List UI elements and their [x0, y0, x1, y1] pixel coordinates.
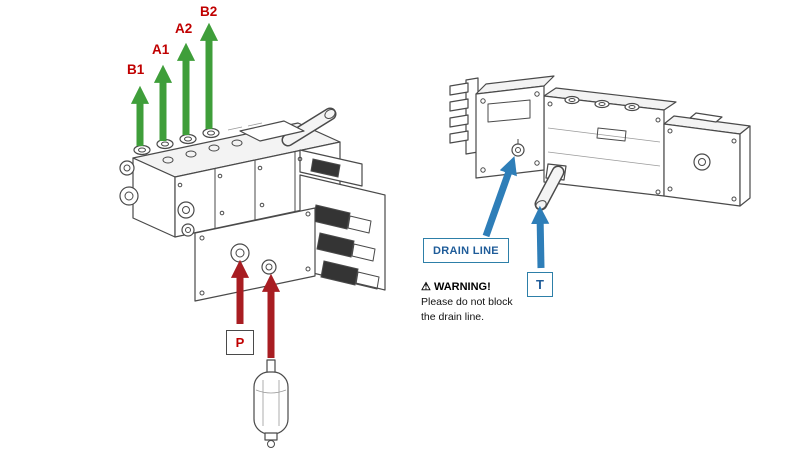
- base-manifold: [194, 207, 316, 302]
- warning-title: WARNING!: [433, 281, 491, 293]
- arrow-drain-line: [482, 156, 517, 238]
- top-work-ports: [133, 122, 263, 164]
- accumulator-port: [261, 259, 277, 275]
- warning-line1: Please do not block: [421, 296, 513, 309]
- left-valve-assembly: [119, 107, 386, 302]
- port-label-b1: B1: [127, 62, 145, 77]
- port-label-a2: A2: [175, 21, 193, 36]
- pressure-port: [230, 243, 250, 263]
- warning-line2: the drain line.: [421, 311, 485, 324]
- warning-note: ⚠ WARNING! Please do not block the drain…: [421, 280, 546, 325]
- port-label-b2: B2: [200, 4, 218, 19]
- accumulator: [253, 359, 289, 448]
- handle-lever-icon: [281, 107, 337, 147]
- drain-port: [511, 143, 525, 157]
- arrow-tank-port: [531, 205, 550, 269]
- drain-line-label-box: DRAIN LINE: [423, 238, 509, 263]
- warning-icon: ⚠: [421, 281, 431, 293]
- solenoid-connectors: [299, 149, 386, 291]
- pressure-port-label-box: P: [226, 330, 254, 355]
- tank-port-label-box: T: [527, 272, 553, 297]
- drain-block-face: [475, 85, 545, 179]
- tank-port-fitting: [534, 163, 567, 211]
- connector-fins: [449, 77, 479, 155]
- port-label-a1: A1: [152, 42, 170, 57]
- right-valve-assembly: [449, 75, 751, 211]
